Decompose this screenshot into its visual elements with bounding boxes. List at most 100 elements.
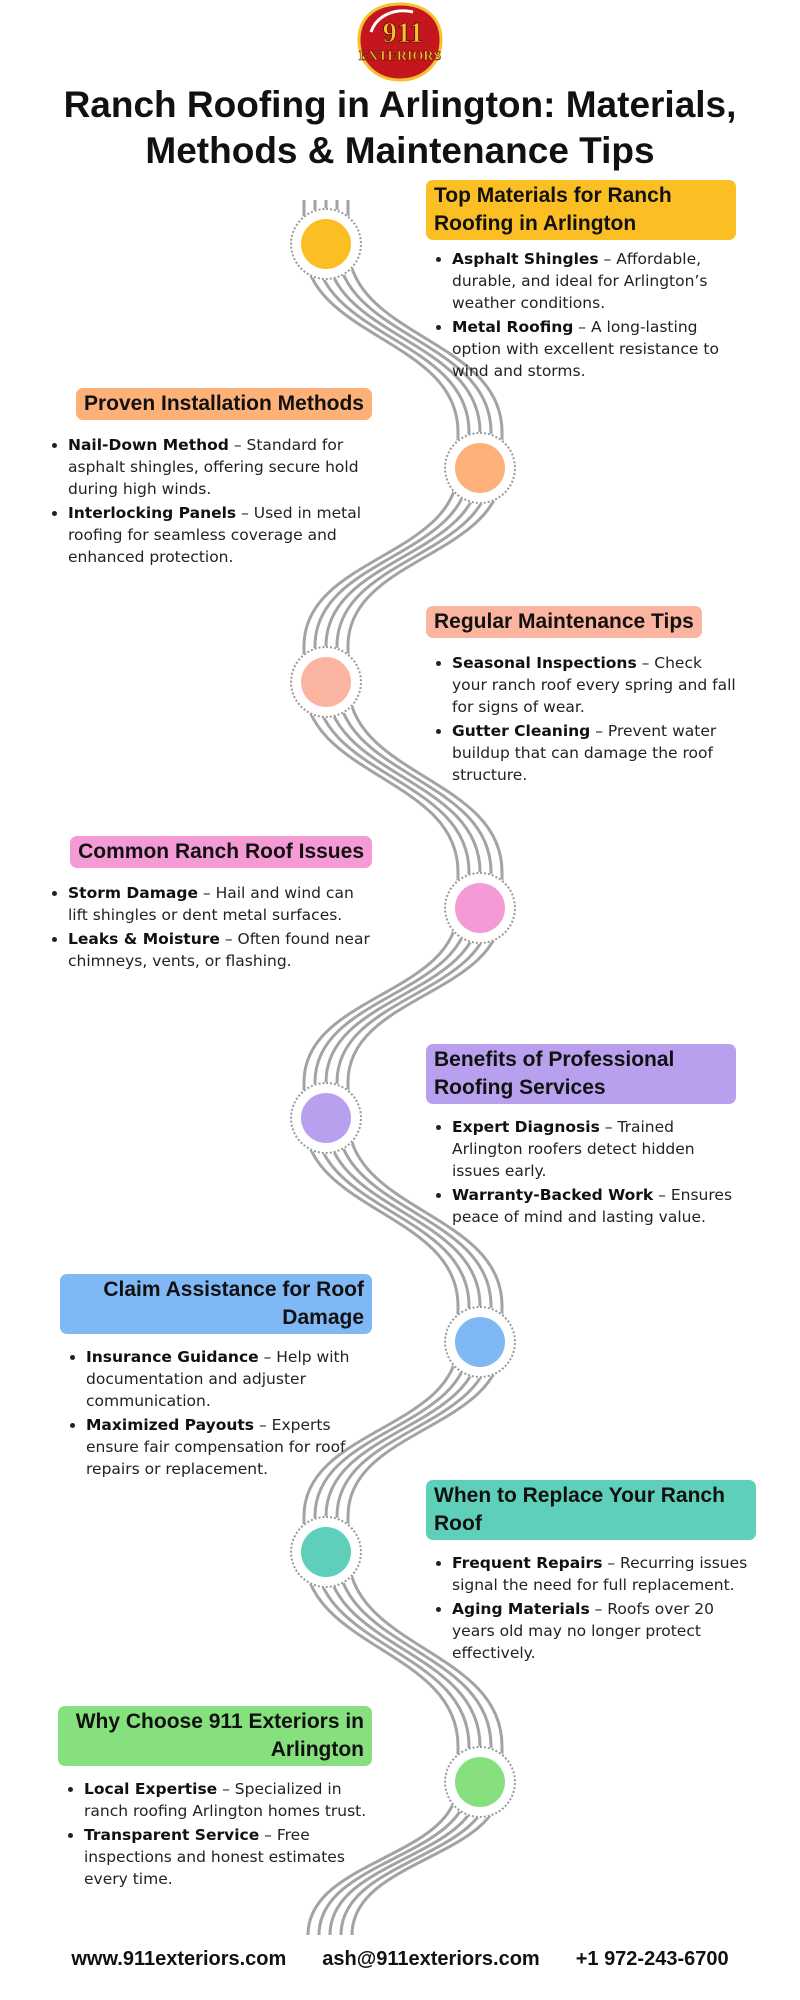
item-desc: – Often found near chimneys, vents, or f… [68,930,370,970]
section-heading: Regular Maintenance Tips [426,606,702,638]
list-item: Leaks & Moisture – Often found near chim… [68,928,372,972]
list-item: Gutter Cleaning – Prevent water buildup … [452,720,736,786]
company-logo: 911 EXTERIORS [357,2,443,82]
item-desc: – Trained Arlington roofers detect hidde… [452,1118,695,1180]
timeline-dot-3 [301,657,351,707]
page-title: Ranch Roofing in Arlington: Materials, M… [40,82,760,174]
item-term: Frequent Repairs [452,1554,603,1572]
bullet-list: Insurance Guidance – Help with documenta… [60,1346,372,1480]
footer-contact-bar: www.911exteriors.com ash@911exteriors.co… [0,1948,800,1971]
item-desc: – Used in metal roofing for seamless cov… [68,504,362,566]
section-heading: When to Replace Your Ranch Roof [426,1480,756,1540]
section-claim-assistance: Claim Assistance for Roof Damage Insuran… [60,1274,372,1482]
item-term: Nail-Down Method [68,436,229,454]
item-desc: – Affordable, durable, and ideal for Arl… [452,250,708,312]
item-desc: – Check your ranch roof every spring and… [452,654,736,716]
item-term: Seasonal Inspections [452,654,637,672]
list-item: Aging Materials – Roofs over 20 years ol… [452,1598,756,1664]
list-item: Insurance Guidance – Help with documenta… [86,1346,372,1412]
logo-text-911: 911 [383,18,423,49]
item-desc: – Help with documentation and adjuster c… [86,1348,350,1410]
item-term: Maximized Payouts [86,1416,255,1434]
list-item: Expert Diagnosis – Trained Arlington roo… [452,1116,736,1182]
bullet-list: Seasonal Inspections – Check your ranch … [426,652,736,786]
timeline-dot-1 [301,219,351,269]
list-item: Seasonal Inspections – Check your ranch … [452,652,736,718]
list-item: Asphalt Shingles – Affordable, durable, … [452,248,736,314]
section-heading: Top Materials for Ranch Roofing in Arlin… [426,180,736,240]
item-desc: – Experts ensure fair compensation for r… [86,1416,346,1478]
item-term: Transparent Service [84,1826,260,1844]
timeline-node-1 [290,208,362,280]
page-title-line-2: Methods & Maintenance Tips [145,130,655,171]
bullet-list: Asphalt Shingles – Affordable, durable, … [426,248,736,382]
timeline-dot-5 [301,1093,351,1143]
item-desc: – Standard for asphalt shingles, offerin… [68,436,359,498]
item-term: Storm Damage [68,884,198,902]
section-heading: Common Ranch Roof Issues [70,836,372,868]
timeline-dot-8 [455,1757,505,1807]
timeline-dot-7 [301,1527,351,1577]
timeline-dot-2 [455,443,505,493]
item-term: Aging Materials [452,1600,590,1618]
bullet-list: Nail-Down Method – Standard for asphalt … [42,434,372,568]
item-term: Interlocking Panels [68,504,237,522]
item-desc: – Recurring issues signal the need for f… [452,1554,748,1594]
bullet-list: Frequent Repairs – Recurring issues sign… [426,1552,756,1664]
bullet-list: Expert Diagnosis – Trained Arlington roo… [426,1116,736,1228]
footer-phone-link[interactable]: +1 972-243-6700 [575,1948,729,1970]
section-common-issues: Common Ranch Roof Issues Storm Damage – … [42,836,372,974]
list-item: Frequent Repairs – Recurring issues sign… [452,1552,756,1596]
timeline-dot-4 [455,883,505,933]
section-heading: Why Choose 911 Exteriors in Arlington [58,1706,372,1766]
list-item: Metal Roofing – A long-lasting option wi… [452,316,736,382]
logo-text-exteriors: EXTERIORS [359,49,442,64]
timeline-node-4 [444,872,516,944]
section-when-to-replace: When to Replace Your Ranch Roof Frequent… [426,1480,756,1666]
list-item: Local Expertise – Specialized in ranch r… [84,1778,372,1822]
bullet-list: Storm Damage – Hail and wind can lift sh… [42,882,372,972]
list-item: Nail-Down Method – Standard for asphalt … [68,434,372,500]
item-term: Local Expertise [84,1780,218,1798]
section-top-materials: Top Materials for Ranch Roofing in Arlin… [426,180,736,384]
section-heading: Proven Installation Methods [75,388,372,420]
timeline-node-5 [290,1082,362,1154]
timeline-dot-6 [455,1317,505,1367]
list-item: Maximized Payouts – Experts ensure fair … [86,1414,372,1480]
item-term: Metal Roofing [452,318,574,336]
section-why-choose-us: Why Choose 911 Exteriors in Arlington Lo… [58,1706,372,1892]
section-heading: Benefits of Professional Roofing Service… [426,1044,736,1104]
list-item: Warranty-Backed Work – Ensures peace of … [452,1184,736,1228]
timeline-node-2 [444,432,516,504]
list-item: Interlocking Panels – Used in metal roof… [68,502,372,568]
item-desc: – Free inspections and honest estimates … [84,1826,345,1888]
section-maintenance-tips: Regular Maintenance Tips Seasonal Inspec… [426,606,736,788]
item-term: Gutter Cleaning [452,722,591,740]
logo-badge-shape [357,2,443,82]
list-item: Transparent Service – Free inspections a… [84,1824,372,1890]
bullet-list: Local Expertise – Specialized in ranch r… [58,1778,372,1890]
page-title-line-1: Ranch Roofing in Arlington: Materials, [63,84,737,125]
footer-website-link[interactable]: www.911exteriors.com [71,1948,287,1970]
item-desc: – Specialized in ranch roofing Arlington… [84,1780,367,1820]
item-term: Asphalt Shingles [452,250,599,268]
timeline-node-3 [290,646,362,718]
logo-swoosh-icon [369,9,414,33]
item-desc: – Roofs over 20 years old may no longer … [452,1600,715,1662]
item-term: Insurance Guidance [86,1348,259,1366]
item-term: Expert Diagnosis [452,1118,600,1136]
timeline-node-6 [444,1306,516,1378]
timeline-node-7 [290,1516,362,1588]
section-installation-methods: Proven Installation Methods Nail-Down Me… [42,388,372,570]
item-desc: – A long-lasting option with excellent r… [452,318,719,380]
timeline-node-8 [444,1746,516,1818]
item-term: Leaks & Moisture [68,930,220,948]
item-term: Warranty-Backed Work [452,1186,654,1204]
list-item: Storm Damage – Hail and wind can lift sh… [68,882,372,926]
section-professional-benefits: Benefits of Professional Roofing Service… [426,1044,736,1230]
section-heading: Claim Assistance for Roof Damage [60,1274,372,1334]
footer-email-link[interactable]: ash@911exteriors.com [322,1948,540,1970]
item-desc: – Hail and wind can lift shingles or den… [68,884,354,924]
item-desc: – Ensures peace of mind and lasting valu… [452,1186,733,1226]
item-desc: – Prevent water buildup that can damage … [452,722,717,784]
